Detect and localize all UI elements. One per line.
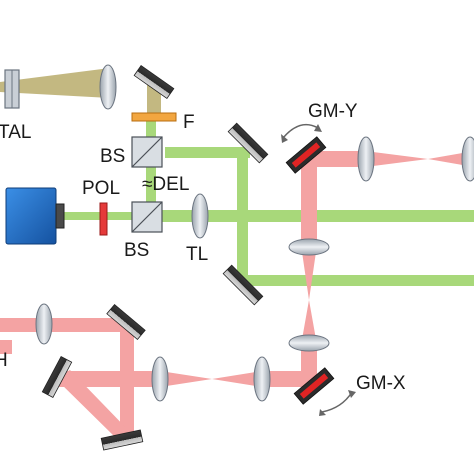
filter-f bbox=[131, 112, 177, 122]
label-tl: TL bbox=[186, 244, 208, 265]
lens-bottom-right bbox=[253, 356, 271, 402]
beam-red-gmy-to-lens bbox=[310, 151, 365, 167]
mirror-green-lower bbox=[222, 264, 264, 306]
lens-top bbox=[99, 64, 117, 110]
label-del: ≈DEL bbox=[142, 174, 189, 195]
galvo-y-rotation-arrow bbox=[282, 123, 319, 139]
lens-gmy-near bbox=[357, 136, 375, 182]
mirror-lower-left bbox=[41, 355, 73, 399]
mirror-lower-bottom bbox=[100, 429, 144, 451]
galvo-x-mirror bbox=[293, 367, 335, 405]
lens-lower-left bbox=[35, 303, 53, 345]
beam-red-diagonal bbox=[55, 370, 130, 440]
beam-red-vertical-focus bbox=[301, 245, 317, 345]
galvo-y-arrowhead-right bbox=[314, 124, 322, 132]
label-bs-bottom: BS bbox=[124, 240, 149, 261]
galvo-x-arrowhead-bottom bbox=[319, 409, 326, 416]
beamsplitter-top bbox=[131, 136, 163, 168]
label-h: H bbox=[0, 350, 8, 371]
galvo-y-mirror bbox=[285, 136, 327, 174]
label-gm-x: GM-X bbox=[356, 373, 406, 394]
beam-tal-olive bbox=[0, 68, 110, 98]
mirror-green-upper bbox=[227, 122, 269, 164]
beam-red-topleft bbox=[0, 318, 130, 332]
beam-red-focus-right bbox=[365, 151, 474, 167]
lens-vertical-upper bbox=[288, 238, 330, 256]
beam-green-top-horizontal bbox=[165, 147, 250, 158]
galvo-x-arrowhead-top bbox=[348, 390, 356, 398]
polarizer bbox=[99, 202, 108, 236]
label-tal: TAL bbox=[0, 122, 31, 143]
beamsplitter-bottom bbox=[131, 201, 163, 233]
label-pol: POL bbox=[82, 178, 120, 199]
lens-bottom-left bbox=[151, 356, 169, 402]
lens-vertical-lower bbox=[288, 334, 330, 352]
beam-red-vertical-upper bbox=[301, 155, 317, 245]
beam-red-left-vertical bbox=[120, 325, 134, 435]
beam-green-lower-horizontal bbox=[237, 275, 474, 286]
lens-tl bbox=[191, 193, 209, 239]
beam-red-bottom-focus bbox=[160, 371, 262, 387]
mirror-top bbox=[133, 65, 175, 99]
label-f: F bbox=[183, 112, 195, 133]
camera bbox=[5, 187, 65, 245]
label-bs-top: BS bbox=[100, 146, 125, 167]
label-gm-y: GM-Y bbox=[308, 101, 358, 122]
galvo-y-arrowhead-left bbox=[281, 134, 288, 143]
galvo-x-rotation-arrow bbox=[321, 391, 353, 413]
mirror-lower-top bbox=[106, 303, 146, 341]
lens-gmy-far bbox=[461, 136, 474, 182]
beam-red-lead-left bbox=[0, 340, 12, 354]
